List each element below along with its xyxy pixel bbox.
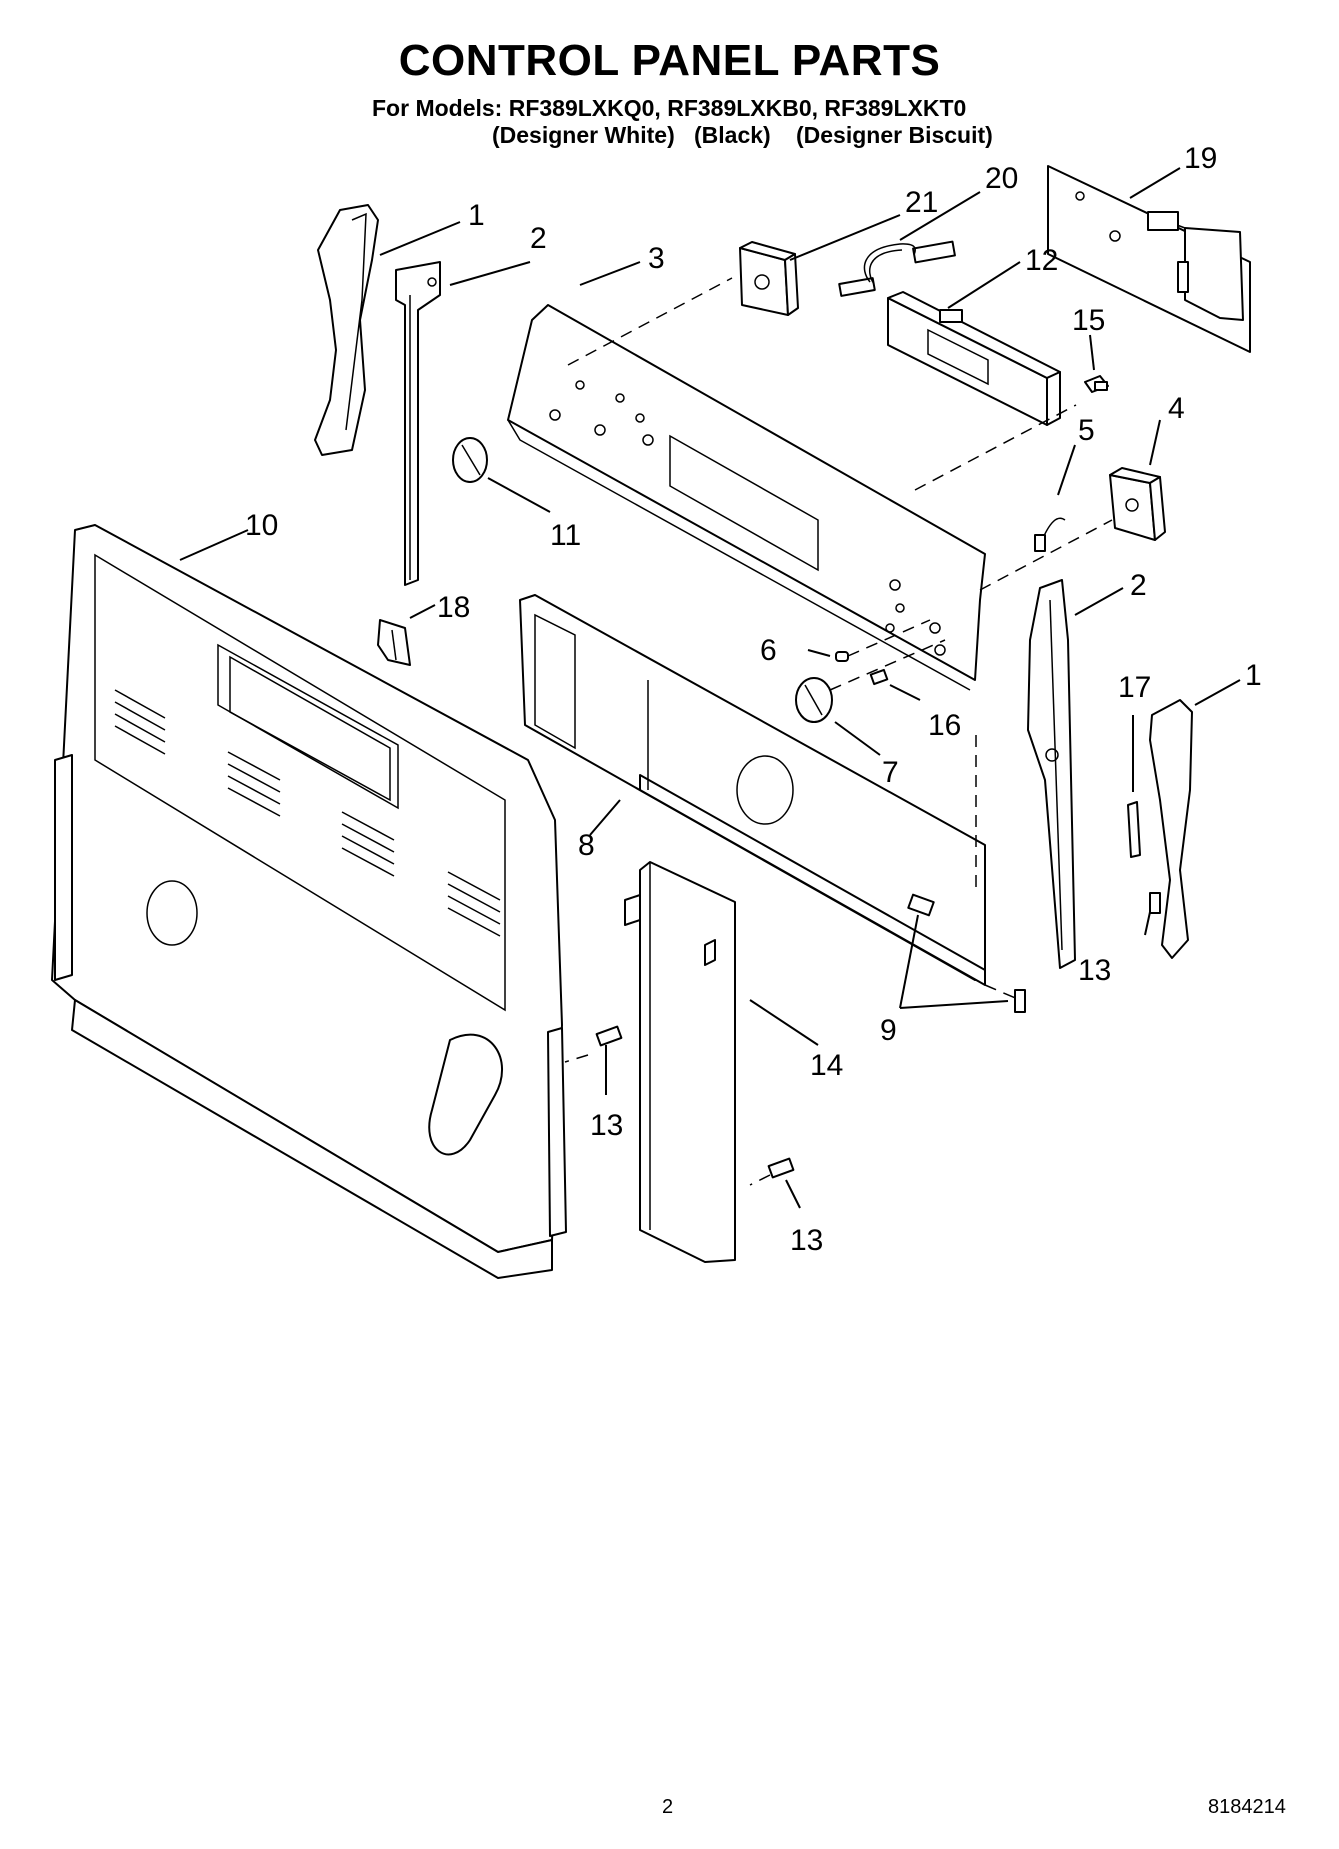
callout-19: 19 [1184, 142, 1217, 175]
part-9-screw-lower [1014, 989, 1026, 1013]
part-10-rear-panel [51, 524, 567, 1279]
callout-2-right: 2 [1130, 569, 1147, 602]
callout-14: 14 [810, 1049, 843, 1082]
callout-9: 9 [880, 1014, 897, 1047]
part-12-display-board [887, 291, 1061, 426]
part-15-screw [1084, 375, 1109, 393]
callout-12: 12 [1025, 244, 1058, 277]
callout-7: 7 [882, 756, 899, 789]
models-line: For Models: RF389LXKQ0, RF389LXKB0, RF38… [372, 95, 967, 121]
part-7-knob [795, 677, 833, 723]
part-11-knob [452, 437, 488, 483]
callout-4: 4 [1168, 392, 1185, 425]
callout-17: 17 [1118, 671, 1151, 704]
part-17-clip [1127, 801, 1141, 858]
part-4-switch [1109, 467, 1166, 541]
callout-8: 8 [578, 829, 595, 862]
part-13-screw-mid [595, 1025, 623, 1047]
callout-15: 15 [1072, 304, 1105, 337]
part-8-lower-panel [519, 594, 986, 986]
part-20-wire-harness [838, 240, 956, 297]
variant-black: (Black) [694, 122, 771, 148]
part-2-left-bracket [395, 261, 441, 586]
callout-13-right: 13 [1078, 954, 1111, 987]
callout-5: 5 [1078, 414, 1095, 447]
part-14-vertical-strap [624, 861, 736, 1263]
part-1-left-end-cap [314, 204, 379, 456]
part-16-screw [869, 668, 889, 686]
callout-11: 11 [550, 519, 581, 552]
variant-designer-white: (Designer White) [492, 122, 675, 148]
part-18-clip [377, 619, 411, 666]
callout-16: 16 [928, 709, 961, 742]
part-1-right-end-cap [1149, 699, 1193, 959]
page-number: 2 [662, 1796, 674, 1818]
page-title: CONTROL PANEL PARTS [398, 36, 941, 85]
callout-2-left: 2 [530, 222, 547, 255]
callout-13-mid: 13 [590, 1109, 623, 1142]
callout-13-bottom: 13 [790, 1224, 823, 1257]
part-21-switch [739, 241, 799, 316]
callout-21: 21 [905, 186, 938, 219]
callout-10: 10 [245, 509, 278, 542]
callout-1-left: 1 [468, 199, 485, 232]
part-9-screw-upper [907, 893, 935, 917]
callout-3: 3 [648, 242, 665, 275]
document-number: 8184214 [1208, 1796, 1286, 1818]
part-13-screw-right [1149, 892, 1161, 914]
part-3-control-panel [507, 304, 986, 691]
alignment-lines [564, 277, 1113, 1186]
callout-18: 18 [437, 591, 470, 624]
part-5-wire [1034, 517, 1066, 552]
part-2-right-bracket [1027, 579, 1076, 969]
part-13-screw-bottom [767, 1157, 795, 1179]
callout-1-right: 1 [1245, 659, 1262, 692]
part-19-bracket [1047, 165, 1251, 353]
leader-lines [179, 167, 1241, 1209]
variant-designer-biscuit: (Designer Biscuit) [796, 122, 993, 148]
callout-6: 6 [760, 634, 777, 667]
part-6-screw [835, 651, 849, 662]
callout-20: 20 [985, 162, 1018, 195]
